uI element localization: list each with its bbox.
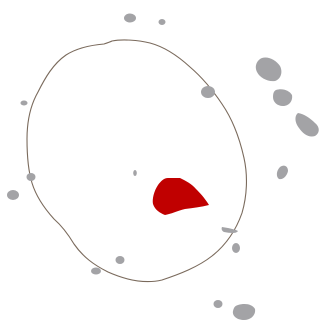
islet-top-2: [159, 19, 166, 25]
islets-group: [7, 14, 319, 321]
islet-west-3: [7, 190, 19, 200]
islet-top-1: [124, 14, 136, 23]
islet-south-4: [233, 304, 255, 320]
islet-south-3: [214, 300, 223, 308]
islet-boundary-northeast: [201, 86, 215, 98]
islet-southeast-2: [232, 243, 240, 253]
islet-west-1: [21, 101, 28, 106]
islet-east-2: [277, 166, 288, 180]
islet-west-2: [27, 173, 36, 181]
islet-east-1: [295, 113, 318, 137]
highlighted-region[interactable]: [153, 178, 209, 215]
islet-northeast-1: [256, 57, 282, 81]
islet-northeast-2: [273, 89, 292, 106]
islet-center: [133, 170, 137, 176]
boundary-outline: [27, 40, 246, 282]
islet-south-2: [91, 268, 101, 275]
islet-south-1: [116, 256, 125, 264]
